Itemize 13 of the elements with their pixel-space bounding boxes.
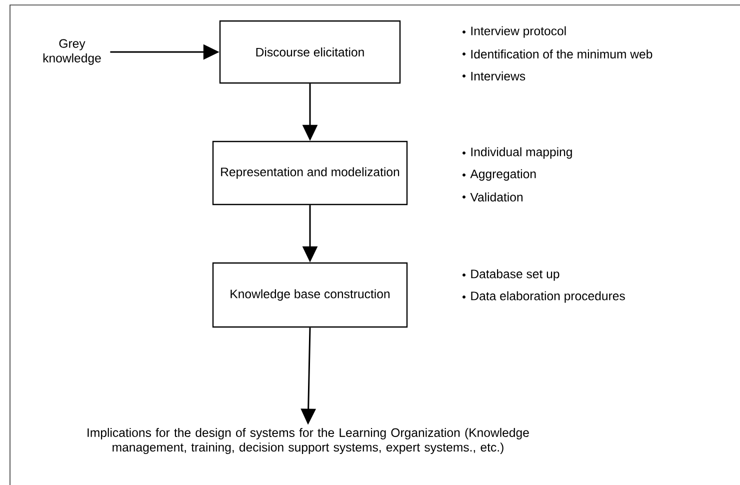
- process-box: Knowledge base construction: [212, 262, 408, 328]
- text-label: Grey knowledge: [43, 39, 101, 65]
- bullet-item: Interviews: [462, 72, 526, 81]
- bullet-item: Identification of the minimum web: [462, 50, 652, 59]
- bullet-item: Data elaboration procedures: [462, 291, 625, 303]
- bullet-item: Interview protocol: [462, 26, 566, 38]
- process-box: Discourse elicitation: [219, 20, 401, 84]
- process-box: Representation and modelization: [212, 140, 408, 206]
- text-label: Implications for the design of systems for the Learning Organization (Knowledge management, training, decision support systems, expert systems., etc.): [88, 428, 529, 454]
- bullet-item: Individual mapping: [462, 147, 572, 159]
- bullet-item: Validation: [462, 192, 522, 202]
- bullet-item: Database set up: [462, 269, 560, 281]
- bullet-item: Aggregation: [462, 169, 536, 181]
